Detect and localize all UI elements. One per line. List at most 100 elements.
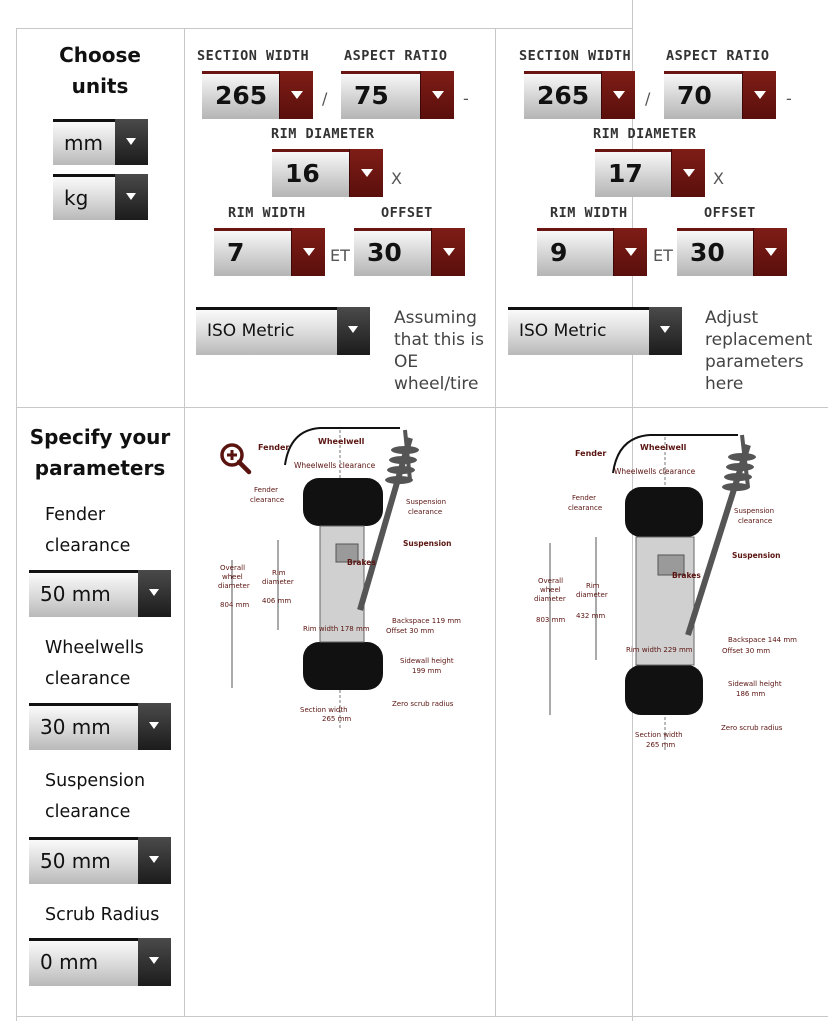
diagram-suspension-label: Suspension: [732, 551, 781, 560]
oe-rim-width-select[interactable]: 7: [214, 228, 325, 276]
rep-rim-width-select[interactable]: 9: [537, 228, 647, 276]
diagram-sidewall-label: Sidewall height: [400, 657, 454, 665]
diagram-overall-label: diameter: [218, 582, 250, 590]
oe-rim-diameter-select[interactable]: 16: [272, 149, 383, 197]
rep-standard-value: ISO Metric: [519, 321, 607, 341]
oe-section-width-select[interactable]: 265: [202, 71, 313, 119]
aspect-ratio-label: ASPECT RATIO: [666, 48, 770, 64]
chevron-down-icon: [649, 307, 682, 355]
chevron-down-icon: [115, 174, 148, 220]
diagram-fender-clearance-label: Fender: [572, 494, 596, 502]
diagram-rim-value: 406 mm: [262, 597, 291, 605]
chevron-down-icon: [138, 837, 171, 884]
rep-section-width-select[interactable]: 265: [524, 71, 635, 119]
diagram-wheelwell-label: Wheelwell: [640, 443, 687, 452]
diagram-overall-value: 804 mm: [220, 601, 249, 609]
rim-diameter-label: RIM DIAMETER: [593, 126, 697, 142]
aspect-ratio-label: ASPECT RATIO: [344, 48, 448, 64]
diagram-backspace-label: Backspace 144 mm: [728, 636, 797, 644]
diagram-rim-width-label: Rim width 229 mm: [626, 646, 693, 654]
diagram-brakes-label: Brakes: [672, 571, 701, 580]
rep-offset-value: 30: [690, 238, 725, 267]
diagram-sidewall-label: Sidewall height: [728, 680, 782, 688]
diagram-fender-clearance-label: clearance: [568, 504, 602, 512]
suspension-clearance-label: Suspension clearance: [45, 771, 146, 822]
chevron-down-icon: [291, 228, 325, 276]
diagram-rim-label: diameter: [576, 591, 608, 599]
offset-label: OFFSET: [704, 205, 756, 221]
oe-offset-select[interactable]: 30: [354, 228, 465, 276]
section-width-label: SECTION WIDTH: [519, 48, 632, 64]
oe-wheel-diagram: Fender Wheelwell Wheelwells clearance Fe…: [218, 427, 461, 730]
chevron-down-icon: [420, 71, 454, 119]
diagram-overall-label: wheel: [222, 573, 243, 581]
oe-rim-diameter-value: 16: [285, 159, 320, 188]
diagram-backspace-label: Backspace 119 mm: [392, 617, 461, 625]
diagram-fender-label: Fender: [575, 449, 606, 458]
diagram-wheelwells-clearance-label: Wheelwells clearance: [614, 467, 696, 476]
oe-note: Assuming that this is OE wheel/tire: [394, 308, 484, 394]
et-separator: ET: [653, 246, 673, 265]
rep-note: Adjust replacement parameters here: [705, 308, 813, 394]
rep-section-width-value: 265: [537, 81, 590, 110]
diagram-suspension-clearance-label: Suspension: [734, 507, 774, 515]
diagram-brakes-label: Brakes: [347, 558, 376, 567]
fender-clearance-label: Fender clearance: [45, 505, 131, 556]
diagram-suspension-label: Suspension: [403, 539, 452, 548]
wheelwells-clearance-select[interactable]: 30 mm: [29, 703, 171, 750]
chevron-down-icon: [431, 228, 465, 276]
fender-clearance-select[interactable]: 50 mm: [29, 570, 171, 617]
length-unit-select[interactable]: mm: [53, 119, 148, 165]
diagram-suspension-clearance-label: clearance: [738, 517, 772, 525]
scrub-radius-value: 0 mm: [40, 950, 99, 974]
weight-unit-select[interactable]: kg: [53, 174, 148, 220]
diagram-overall-label: diameter: [534, 595, 566, 603]
fender-clearance-value: 50 mm: [40, 582, 111, 606]
diagram-zero-scrub-label: Zero scrub radius: [392, 700, 454, 708]
diagram-fender-clearance-label: clearance: [250, 496, 284, 504]
chevron-down-icon: [601, 71, 635, 119]
zoom-in-icon[interactable]: [218, 441, 252, 475]
scrub-radius-label: Scrub Radius: [45, 905, 160, 925]
diagram-offset-label: Offset 30 mm: [722, 647, 770, 655]
diagram-rim-width-label: Rim width 178 mm: [303, 625, 370, 633]
rep-offset-select[interactable]: 30: [677, 228, 787, 276]
diagram-zero-scrub-label: Zero scrub radius: [721, 724, 783, 732]
suspension-clearance-select[interactable]: 50 mm: [29, 837, 171, 884]
diagram-rim-label: Rim: [272, 569, 286, 577]
slash-separator: /: [645, 89, 651, 108]
chevron-down-icon: [337, 307, 370, 355]
diagram-fender-clearance-label: Fender: [254, 486, 278, 494]
diagram-suspension-clearance-label: clearance: [408, 508, 442, 516]
oe-aspect-ratio-select[interactable]: 75: [341, 71, 454, 119]
x-separator: X: [391, 169, 402, 188]
diagram-wheelwell-label: Wheelwell: [318, 437, 365, 446]
dash-separator: -: [463, 89, 469, 108]
diagram-suspension-clearance-label: Suspension: [406, 498, 446, 506]
diagram-overall-label: Overall: [220, 564, 245, 572]
rep-rim-width-value: 9: [550, 238, 568, 267]
wheelwells-clearance-label: Wheelwells clearance: [45, 638, 144, 689]
diagram-overall-value: 803 mm: [536, 616, 565, 624]
x-separator: X: [713, 169, 724, 188]
scrub-radius-select[interactable]: 0 mm: [29, 938, 171, 986]
chevron-down-icon: [138, 703, 171, 750]
rep-rim-diameter-select[interactable]: 17: [595, 149, 705, 197]
diagram-rim-value: 432 mm: [576, 612, 605, 620]
rep-standard-select[interactable]: ISO Metric: [508, 307, 682, 355]
chevron-down-icon: [613, 228, 647, 276]
chevron-down-icon: [742, 71, 776, 119]
slash-separator: /: [322, 89, 328, 108]
chevron-down-icon: [279, 71, 313, 119]
dash-separator: -: [786, 89, 792, 108]
diagram-section-width-label: Section width: [300, 706, 348, 714]
suspension-clearance-value: 50 mm: [40, 849, 111, 873]
chevron-down-icon: [138, 938, 171, 986]
oe-standard-select[interactable]: ISO Metric: [196, 307, 370, 355]
rep-aspect-ratio-select[interactable]: 70: [664, 71, 776, 119]
diagram-fender-label: Fender: [258, 443, 289, 452]
rim-width-label: RIM WIDTH: [228, 205, 306, 221]
chevron-down-icon: [753, 228, 787, 276]
length-unit-value: mm: [64, 131, 103, 155]
specify-parameters-title: Specify your parameters: [29, 425, 171, 480]
